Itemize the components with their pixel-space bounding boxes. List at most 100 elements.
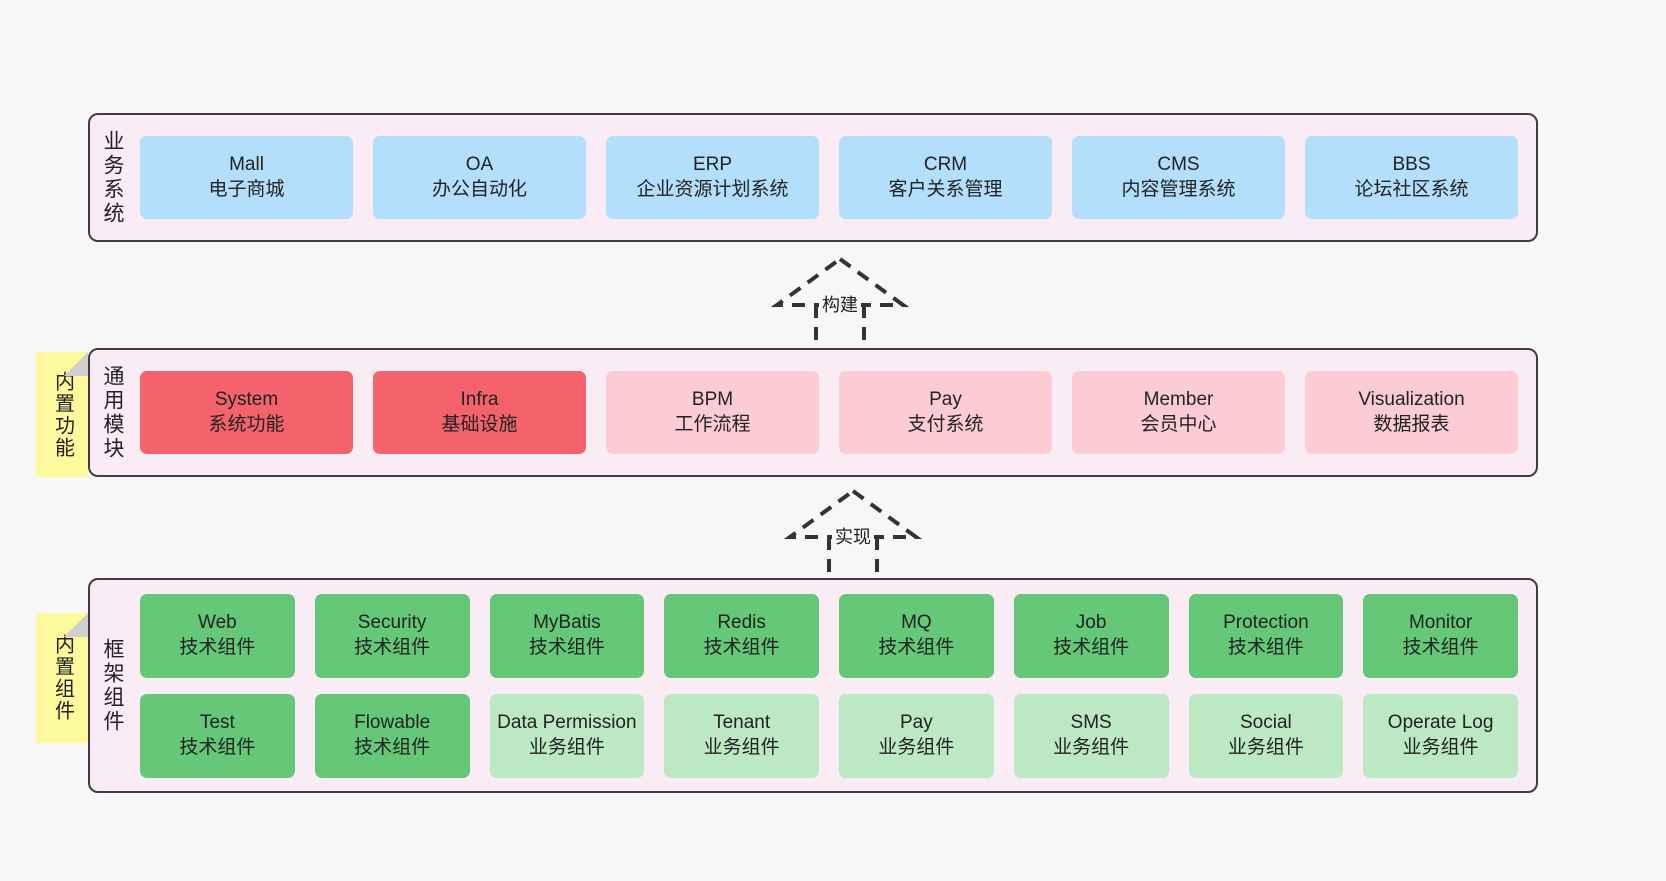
layer-framework-components-body: Web 技术组件 Security 技术组件 MyBatis 技术组件 Redi… bbox=[134, 580, 1536, 791]
layer-framework-components: 框架组件 Web 技术组件 Security 技术组件 MyBatis 技术组件… bbox=[88, 578, 1538, 793]
card-redis-subtitle: 技术组件 bbox=[703, 636, 780, 658]
card-social-title: Social bbox=[1240, 712, 1292, 734]
card-security-subtitle: 技术组件 bbox=[354, 636, 431, 658]
card-security-title: Security bbox=[357, 612, 427, 634]
card-operate-log-title: Operate Log bbox=[1387, 712, 1494, 734]
card-mq[interactable]: MQ 技术组件 bbox=[839, 593, 994, 678]
card-infra-title: Infra bbox=[460, 389, 499, 411]
card-pay-module[interactable]: Pay 支付系统 bbox=[839, 371, 1052, 454]
card-bbs-title: BBS bbox=[1392, 154, 1431, 176]
layer-common-modules: 通用模块 System 系统功能 Infra 基础设施 BPM 工作流程 Pay… bbox=[88, 348, 1538, 477]
card-erp[interactable]: ERP 企业资源计划系统 bbox=[606, 136, 819, 219]
card-mall-title: Mall bbox=[229, 154, 264, 176]
card-web-subtitle: 技术组件 bbox=[179, 636, 256, 658]
layer-common-modules-label: 通用模块 bbox=[101, 364, 125, 461]
layer-common-modules-body: System 系统功能 Infra 基础设施 BPM 工作流程 Pay 支付系统… bbox=[134, 350, 1536, 475]
sticky-note-builtin-feature: 内置功能 bbox=[36, 352, 88, 477]
sticky-note-builtin-component: 内置组件 bbox=[36, 613, 88, 743]
card-web[interactable]: Web 技术组件 bbox=[140, 593, 295, 678]
card-pay-component[interactable]: Pay 业务组件 bbox=[839, 693, 994, 778]
card-oa-title: OA bbox=[465, 154, 494, 176]
card-pay-module-subtitle: 支付系统 bbox=[907, 413, 984, 435]
card-bpm-title: BPM bbox=[691, 389, 734, 411]
card-flowable-title: Flowable bbox=[354, 712, 431, 734]
card-bbs-subtitle: 论坛社区系统 bbox=[1354, 178, 1469, 200]
framework-card-row-technical: Web 技术组件 Security 技术组件 MyBatis 技术组件 Redi… bbox=[140, 593, 1518, 678]
layer-business-systems-label: 业务系统 bbox=[101, 129, 125, 226]
card-tenant-title: Tenant bbox=[713, 712, 771, 734]
card-job-title: Job bbox=[1075, 612, 1107, 634]
card-oa-subtitle: 办公自动化 bbox=[431, 178, 527, 200]
card-crm-subtitle: 客户关系管理 bbox=[888, 178, 1003, 200]
connector-implement: 实现 bbox=[768, 485, 938, 580]
card-mybatis-title: MyBatis bbox=[533, 612, 601, 634]
card-visualization-title: Visualization bbox=[1358, 389, 1465, 411]
card-job-subtitle: 技术组件 bbox=[1053, 636, 1130, 658]
layer-business-systems-body: Mall 电子商城 OA 办公自动化 ERP 企业资源计划系统 CRM 客户关系… bbox=[134, 115, 1536, 240]
connector-build: 构建 bbox=[755, 253, 925, 348]
card-tenant[interactable]: Tenant 业务组件 bbox=[664, 693, 819, 778]
layer-business-systems: 业务系统 Mall 电子商城 OA 办公自动化 ERP 企业资源计划系统 CRM… bbox=[88, 113, 1538, 242]
card-flowable-subtitle: 技术组件 bbox=[354, 736, 431, 758]
card-sms-title: SMS bbox=[1070, 712, 1112, 734]
card-sms[interactable]: SMS 业务组件 bbox=[1013, 693, 1169, 778]
card-protection-subtitle: 技术组件 bbox=[1227, 636, 1304, 658]
framework-card-row-business: Test 技术组件 Flowable 技术组件 Data Permission … bbox=[140, 693, 1518, 778]
card-data-permission[interactable]: Data Permission 业务组件 bbox=[489, 693, 645, 778]
card-data-permission-subtitle: 业务组件 bbox=[528, 736, 605, 758]
card-protection-title: Protection bbox=[1223, 612, 1309, 634]
card-mybatis-subtitle: 技术组件 bbox=[528, 636, 605, 658]
card-erp-title: ERP bbox=[692, 154, 733, 176]
card-bpm[interactable]: BPM 工作流程 bbox=[606, 371, 819, 454]
card-mq-title: MQ bbox=[901, 612, 932, 634]
card-social[interactable]: Social 业务组件 bbox=[1188, 693, 1344, 778]
business-card-row: Mall 电子商城 OA 办公自动化 ERP 企业资源计划系统 CRM 客户关系… bbox=[140, 136, 1518, 219]
card-test-subtitle: 技术组件 bbox=[179, 736, 256, 758]
card-mq-subtitle: 技术组件 bbox=[878, 636, 955, 658]
sticky-note-builtin-feature-text: 内置功能 bbox=[51, 370, 74, 459]
card-operate-log-subtitle: 业务组件 bbox=[1402, 736, 1479, 758]
card-data-permission-title: Data Permission bbox=[497, 712, 637, 734]
modules-card-row: System 系统功能 Infra 基础设施 BPM 工作流程 Pay 支付系统… bbox=[140, 371, 1518, 454]
card-crm[interactable]: CRM 客户关系管理 bbox=[839, 136, 1052, 219]
card-bbs[interactable]: BBS 论坛社区系统 bbox=[1305, 136, 1518, 219]
card-member-title: Member bbox=[1143, 389, 1214, 411]
card-monitor[interactable]: Monitor 技术组件 bbox=[1363, 593, 1518, 678]
card-infra-subtitle: 基础设施 bbox=[441, 413, 518, 435]
card-pay-component-title: Pay bbox=[900, 712, 933, 734]
card-erp-subtitle: 企业资源计划系统 bbox=[636, 178, 789, 200]
card-sms-subtitle: 业务组件 bbox=[1053, 736, 1130, 758]
card-crm-title: CRM bbox=[923, 154, 968, 176]
card-social-subtitle: 业务组件 bbox=[1227, 736, 1304, 758]
card-mall[interactable]: Mall 电子商城 bbox=[140, 136, 353, 219]
card-test[interactable]: Test 技术组件 bbox=[140, 693, 295, 778]
card-system-subtitle: 系统功能 bbox=[208, 413, 285, 435]
card-visualization-subtitle: 数据报表 bbox=[1373, 413, 1450, 435]
card-tenant-subtitle: 业务组件 bbox=[703, 736, 780, 758]
card-job[interactable]: Job 技术组件 bbox=[1013, 593, 1169, 678]
card-bpm-subtitle: 工作流程 bbox=[674, 413, 751, 435]
card-mybatis[interactable]: MyBatis 技术组件 bbox=[489, 593, 645, 678]
card-member[interactable]: Member 会员中心 bbox=[1072, 371, 1285, 454]
card-security[interactable]: Security 技术组件 bbox=[314, 593, 470, 678]
card-test-title: Test bbox=[199, 712, 235, 734]
card-member-subtitle: 会员中心 bbox=[1140, 413, 1217, 435]
card-pay-module-title: Pay bbox=[929, 389, 962, 411]
card-redis[interactable]: Redis 技术组件 bbox=[664, 593, 819, 678]
sticky-note-builtin-component-text: 内置组件 bbox=[51, 634, 74, 722]
card-redis-title: Redis bbox=[717, 612, 766, 634]
card-infra[interactable]: Infra 基础设施 bbox=[373, 371, 586, 454]
connector-implement-label: 实现 bbox=[832, 523, 874, 549]
card-monitor-subtitle: 技术组件 bbox=[1402, 636, 1479, 658]
card-cms-subtitle: 内容管理系统 bbox=[1121, 178, 1236, 200]
card-system[interactable]: System 系统功能 bbox=[140, 371, 353, 454]
card-flowable[interactable]: Flowable 技术组件 bbox=[314, 693, 470, 778]
card-web-title: Web bbox=[198, 612, 237, 634]
card-visualization[interactable]: Visualization 数据报表 bbox=[1305, 371, 1518, 454]
card-operate-log[interactable]: Operate Log 业务组件 bbox=[1363, 693, 1518, 778]
card-protection[interactable]: Protection 技术组件 bbox=[1188, 593, 1344, 678]
card-oa[interactable]: OA 办公自动化 bbox=[373, 136, 586, 219]
card-cms[interactable]: CMS 内容管理系统 bbox=[1072, 136, 1285, 219]
card-system-title: System bbox=[214, 389, 279, 411]
card-pay-component-subtitle: 业务组件 bbox=[878, 736, 955, 758]
